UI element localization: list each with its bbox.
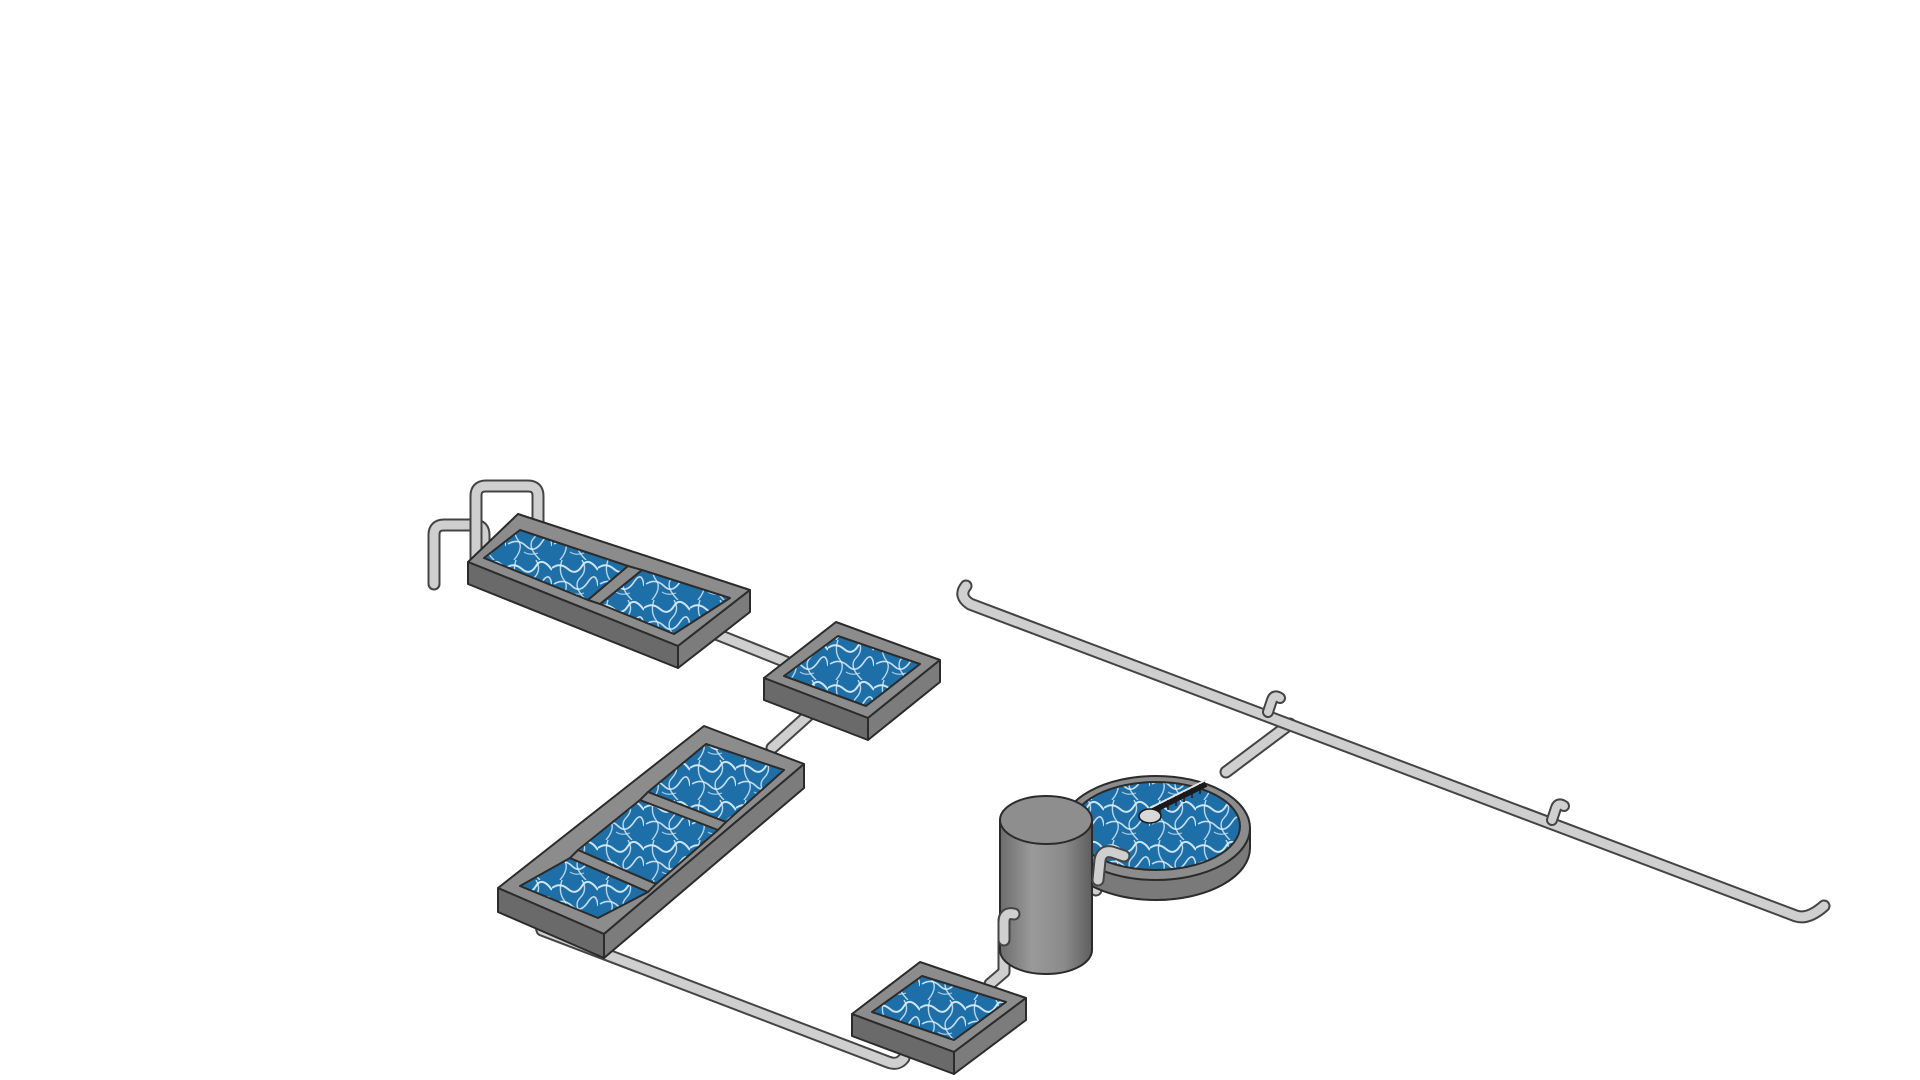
basin-2-water [783,635,921,707]
basin-1-divider [587,565,643,605]
storage-tank [999,795,1093,975]
basin-2 [763,621,941,741]
basin-3-divider-b [569,849,657,893]
pipe-basin3-basin4 [533,915,911,1070]
pipe-basin2-basin3 [765,705,819,755]
pipe-clarifier-outfall [1219,717,1297,779]
basin-2-wall-right [867,659,941,741]
basin-4-water [871,975,1007,1041]
outfall-pipe [956,579,1831,924]
pipe-basin1-basin2 [709,627,793,669]
inlet-pipe [427,479,545,591]
basin-4 [851,961,1027,1075]
basin-1-wall-right [677,589,751,669]
storage-tank-body [999,819,1093,975]
basin-3-wall-right [603,763,805,959]
basin-4-wall-right [953,997,1027,1075]
basin-1 [467,513,751,669]
basin-3 [497,725,805,959]
storage-tank-top [999,795,1093,845]
clarifier-inlet-stub [1091,845,1131,887]
tank-inlet-stub [997,907,1021,947]
clarifier-bridge [1138,779,1208,824]
basin-3-divider-a [639,791,727,831]
clarifier-center-drive [1138,808,1162,824]
